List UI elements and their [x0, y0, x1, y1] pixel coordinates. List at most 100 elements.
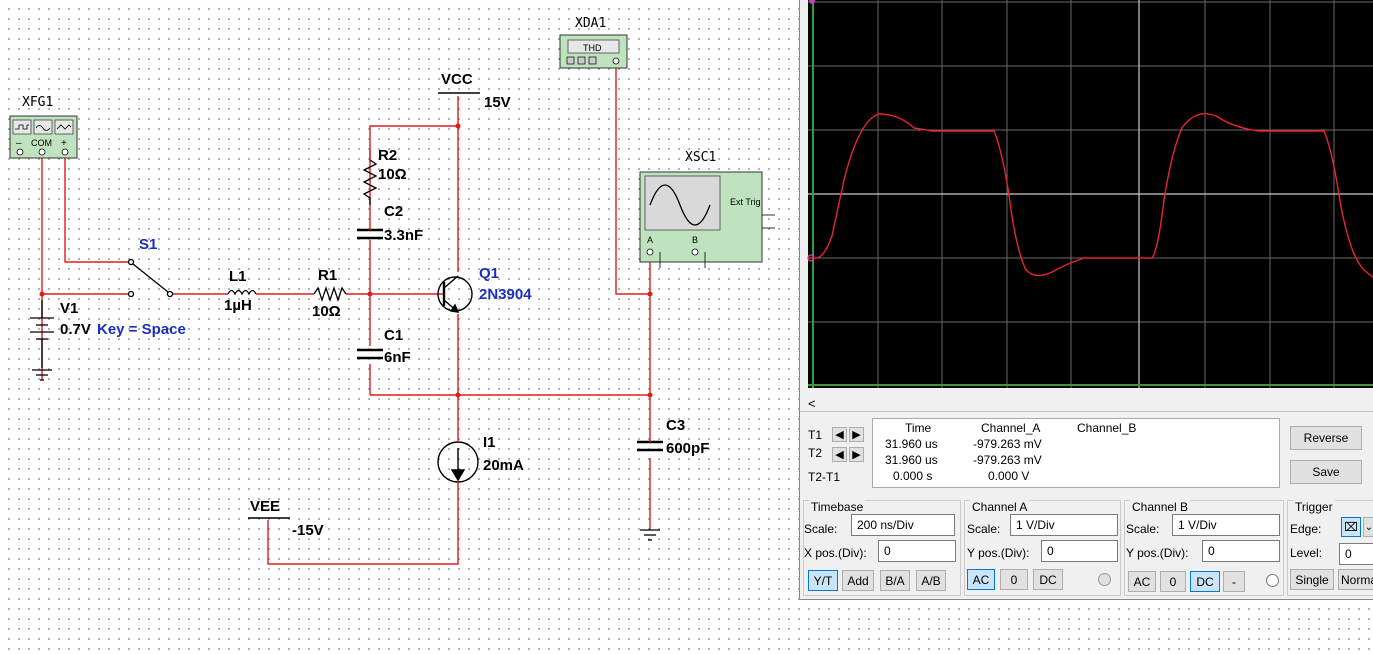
channel-a-scale-label: Scale:: [967, 522, 1001, 536]
channel-b-zero-button[interactable]: 0: [1160, 571, 1186, 592]
oscilloscope-window: < T1 T2 T2-T1 ◀ ▶ ◀ ▶ Time Channel_A Cha…: [799, 0, 1373, 600]
q1-label: Q1: [479, 265, 499, 282]
scope-a-label: A: [647, 235, 653, 245]
c1-label: C1: [384, 327, 403, 344]
ab-mode-button[interactable]: A/B: [916, 570, 946, 591]
ground-symbol: [640, 529, 660, 541]
vcc-value: 15V: [484, 94, 511, 111]
l1-inductor-symbol[interactable]: [227, 289, 257, 296]
ext-trig-label: Ext Trig: [730, 197, 761, 207]
r2-label: R2: [378, 147, 397, 164]
t1-label: T1: [808, 428, 823, 442]
col-time-header: Time: [905, 421, 932, 435]
r1-label: R1: [318, 267, 337, 284]
t2-label: T2: [808, 446, 823, 460]
c2-value: 3.3nF: [384, 227, 423, 244]
channel-a-ypos-label: Y pos.(Div):: [967, 546, 1030, 560]
falling-edge-icon[interactable]: ⌄: [1363, 517, 1373, 537]
ba-mode-button[interactable]: B/A: [880, 570, 910, 591]
v1-value: 0.7V: [60, 321, 91, 338]
i1-current-source-symbol[interactable]: [437, 441, 479, 483]
trigger-level-label: Level:: [1290, 546, 1323, 560]
channel-b-scale-label: Scale:: [1126, 522, 1160, 536]
c1-value: 6nF: [384, 349, 411, 366]
channel-b-ac-button[interactable]: AC: [1128, 571, 1156, 592]
t1-right-arrow[interactable]: ▶: [849, 427, 864, 442]
yt-mode-button[interactable]: Y/T: [808, 570, 838, 591]
channel-b-dc-button[interactable]: DC: [1190, 571, 1220, 592]
xfg-minus-label: –: [16, 138, 22, 149]
normal-button[interactable]: Normal: [1338, 569, 1373, 590]
t2-channel-a: -979.263 mV: [973, 453, 1042, 467]
col-channel-b-header: Channel_B: [1077, 421, 1137, 435]
i1-label: I1: [483, 434, 496, 451]
r1-resistor-symbol[interactable]: [313, 285, 347, 303]
xfg1-function-generator[interactable]: COM – +: [9, 115, 78, 159]
v1-battery-symbol[interactable]: [30, 300, 54, 381]
r2-resistor-symbol[interactable]: [362, 159, 378, 205]
xfg-com-label: COM: [31, 138, 52, 148]
t1-left-arrow[interactable]: ◀: [832, 427, 847, 442]
reverse-button[interactable]: Reverse: [1290, 426, 1362, 450]
channel-a-group: [964, 500, 1121, 596]
timebase-xpos-field[interactable]: 0: [878, 540, 956, 562]
channel-a-zero-button[interactable]: 0: [1000, 569, 1028, 590]
v1-label: V1: [60, 300, 78, 317]
timebase-xpos-label: X pos.(Div):: [804, 546, 867, 560]
schematic-drawing: COM – + THD Ext Trig A B XFG1 XDA1 XSC1 …: [9, 16, 775, 565]
t2-t1-label: T2-T1: [808, 470, 841, 484]
channel-a-ac-button[interactable]: AC: [967, 569, 995, 590]
t2-right-arrow[interactable]: ▶: [849, 447, 864, 462]
l1-label: L1: [229, 268, 247, 285]
t2-left-arrow[interactable]: ◀: [832, 447, 847, 462]
i1-value: 20mA: [483, 457, 524, 474]
t2-t1-time: 0.000 s: [893, 469, 933, 483]
junctions: [39, 123, 653, 398]
q1-model: 2N3904: [479, 286, 532, 303]
scroll-left-button[interactable]: <: [808, 396, 816, 411]
channel-a-scale-field[interactable]: 1 V/Div: [1010, 514, 1118, 536]
trigger-edge-label: Edge:: [1290, 522, 1322, 536]
xfg1-label: XFG1: [22, 95, 53, 110]
rising-edge-icon[interactable]: ⌧: [1341, 517, 1361, 537]
timebase-scale-field[interactable]: 200 ns/Div: [851, 514, 955, 536]
channel-b-title: Channel B: [1130, 500, 1191, 514]
xda1-distortion-analyzer[interactable]: THD: [559, 34, 628, 69]
screen-scrollbar[interactable]: [800, 411, 1373, 412]
wires: [41, 68, 651, 565]
channel-a-trace: [808, 113, 1373, 279]
timebase-group: [803, 500, 961, 596]
channel-b-ypos-field[interactable]: 0: [1202, 540, 1280, 562]
s1-label: S1: [139, 236, 157, 253]
channel-a-dc-button[interactable]: DC: [1033, 569, 1063, 590]
trigger-title: Trigger: [1293, 500, 1335, 514]
channel-b-radio[interactable]: [1266, 574, 1279, 587]
t2-time: 31.960 us: [885, 453, 938, 467]
single-button[interactable]: Single: [1290, 569, 1334, 590]
xsc1-oscilloscope-icon[interactable]: Ext Trig A B: [639, 171, 775, 268]
scope-b-label: B: [692, 235, 698, 245]
t1-channel-a: -979.263 mV: [973, 437, 1042, 451]
l1-value: 1µH: [224, 297, 252, 314]
vee-value: -15V: [292, 522, 324, 539]
save-button[interactable]: Save: [1290, 460, 1362, 484]
channel-a-ypos-field[interactable]: 0: [1041, 540, 1118, 562]
s1-switch-symbol[interactable]: [127, 258, 174, 298]
screen-center-axes: [808, 0, 1373, 388]
add-mode-button[interactable]: Add: [842, 570, 874, 591]
q1-transistor-symbol[interactable]: [437, 275, 473, 313]
channel-b-ypos-label: Y pos.(Div):: [1126, 546, 1189, 560]
c3-label: C3: [666, 417, 685, 434]
trigger-level-field[interactable]: 0: [1339, 543, 1373, 565]
channel-b-scale-field[interactable]: 1 V/Div: [1172, 514, 1280, 536]
vee-label: VEE: [250, 498, 280, 515]
s1-key-label: Key = Space: [97, 321, 186, 338]
c3-value: 600pF: [666, 440, 709, 457]
timebase-title: Timebase: [809, 500, 866, 514]
channel-a-radio[interactable]: [1098, 573, 1111, 586]
channel-b-minus-button[interactable]: -: [1223, 571, 1245, 592]
vcc-label: VCC: [441, 71, 473, 88]
cursor-marker[interactable]: [809, 0, 815, 4]
t2-t1-channel-a: 0.000 V: [988, 469, 1030, 483]
xfg-plus-label: +: [61, 138, 67, 149]
